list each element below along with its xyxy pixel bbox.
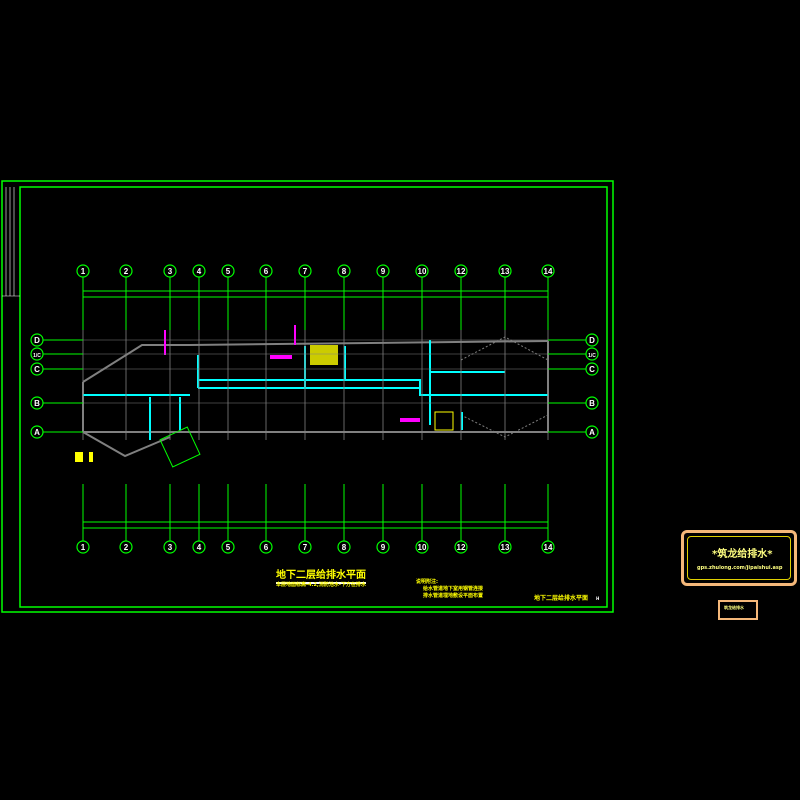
column-axis-bottom-bubble	[337, 540, 351, 554]
row-axis-right-bubble	[585, 362, 599, 376]
column-axis-bottom-label: 8	[342, 543, 347, 552]
column-axis-bottom-label: 14	[544, 543, 553, 552]
column-axis-bottom-label: 7	[303, 543, 308, 552]
column-axis-bottom-bubble	[192, 540, 206, 554]
column-axis-bottom-label: 10	[418, 543, 427, 552]
column-axis-bottom-bubble	[298, 540, 312, 554]
column-axis-top-bubble	[376, 264, 390, 278]
note-1: 给水管道地下室用钢管连接	[423, 586, 484, 592]
column-axis-top-bubble	[498, 264, 512, 278]
column-axis-bottom-label: 9	[381, 543, 386, 552]
drawing-title: 地下二层给排水平面	[276, 566, 366, 584]
column-axis-top-label: 1	[81, 267, 86, 276]
fixtures	[75, 325, 454, 468]
column-axis-top-label: 5	[226, 267, 231, 276]
column-axis-bottom-bubble	[163, 540, 177, 554]
row-axis-right-label: A	[589, 428, 595, 437]
column-axis-bottom-bubble	[454, 540, 468, 554]
column-axis-top-label: 12	[457, 267, 466, 276]
inner-frame	[19, 186, 608, 608]
row-axis-left-label: D	[34, 336, 40, 345]
column-axis-bottom-label: 12	[457, 543, 466, 552]
column-axis-bottom-bubble	[541, 540, 555, 554]
row-axis-right-bubble	[585, 425, 599, 439]
row-axis-left-label: A	[34, 428, 40, 437]
watermark-url: gps.zhulong.com/jipaishui.asp	[697, 565, 783, 571]
watermark-title: *筑龙给排水*	[712, 549, 773, 560]
side-strip	[2, 187, 20, 297]
column-axis-top-label: 13	[501, 267, 510, 276]
column-axis-top-label: 6	[264, 267, 269, 276]
column-axis-top-bubble	[541, 264, 555, 278]
row-axis-right-bubble	[585, 333, 599, 347]
column-axis-bottom-bubble	[259, 540, 273, 554]
row-axis-right-label: 1/C	[588, 353, 596, 359]
column-axis-bottom-label: 4	[197, 543, 202, 552]
notes-heading: 说明附注:	[416, 579, 438, 585]
row-axis-left-label: 1/C	[33, 353, 41, 359]
row-axis-left-bubble	[30, 425, 44, 439]
row-axis-left-bubble	[30, 333, 44, 347]
column-axis-top-label: 4	[197, 267, 202, 276]
column-axis-bottom-label: 3	[168, 543, 173, 552]
small-stamp-text: 筑龙给排水	[724, 605, 744, 610]
title-block-name: 地下二层给排水平面	[534, 595, 589, 602]
column-axis-top-bubble	[221, 264, 235, 278]
water-pipes	[83, 340, 548, 440]
row-axis-right-label: D	[589, 336, 595, 345]
column-axis-bottom-bubble	[76, 540, 90, 554]
row-axis-left-bubble	[30, 396, 44, 410]
row-axis-right-label: B	[589, 399, 595, 408]
column-axis-top-bubble	[76, 264, 90, 278]
column-axis-top-bubble	[192, 264, 206, 278]
column-axis-top-label: 10	[418, 267, 427, 276]
column-axis-bottom-bubble	[221, 540, 235, 554]
small-stamp	[718, 600, 758, 620]
column-axis-top-bubble	[298, 264, 312, 278]
column-axis-top-label: 3	[168, 267, 173, 276]
column-axis-top-bubble	[259, 264, 273, 278]
column-axis-top-bubble	[415, 264, 429, 278]
watermark-stamp	[681, 530, 797, 586]
drawing-subtitle: 本层地面标高-4.2,消防池水-下方在排水	[276, 582, 366, 588]
note-2: 排水管道埋地敷设平面布置	[423, 593, 484, 599]
column-axis-bottom-label: 5	[226, 543, 231, 552]
column-axis-bottom-bubble	[498, 540, 512, 554]
row-axis-left-bubble	[30, 362, 44, 376]
column-axis-top-label: 2	[124, 267, 129, 276]
row-axis-right-bubble	[585, 347, 599, 361]
column-axis-top-label: 9	[381, 267, 386, 276]
column-axis-top-bubble	[163, 264, 177, 278]
column-axis-top-bubble	[119, 264, 133, 278]
column-axis-top-label: 8	[342, 267, 347, 276]
column-axis-bottom-bubble	[376, 540, 390, 554]
column-axis-bottom-label: 2	[124, 543, 129, 552]
column-axis-bottom-bubble	[119, 540, 133, 554]
column-axis-top-bubble	[454, 264, 468, 278]
row-axis-left-label: B	[34, 399, 40, 408]
outer-frame	[1, 180, 614, 613]
column-axis-top-label: 14	[544, 267, 553, 276]
column-axis-bottom-label: 13	[501, 543, 510, 552]
column-axis-bottom-bubble	[415, 540, 429, 554]
column-axis-top-label: 7	[303, 267, 308, 276]
row-axis-left-label: C	[34, 365, 40, 374]
row-axis-left-bubble	[30, 347, 44, 361]
column-axis-top-bubble	[337, 264, 351, 278]
column-axis-bottom-label: 1	[81, 543, 86, 552]
column-axis-bottom-label: 6	[264, 543, 269, 552]
row-axis-right-label: C	[589, 365, 595, 374]
sheet-number: H	[596, 596, 600, 601]
row-axis-right-bubble	[585, 396, 599, 410]
